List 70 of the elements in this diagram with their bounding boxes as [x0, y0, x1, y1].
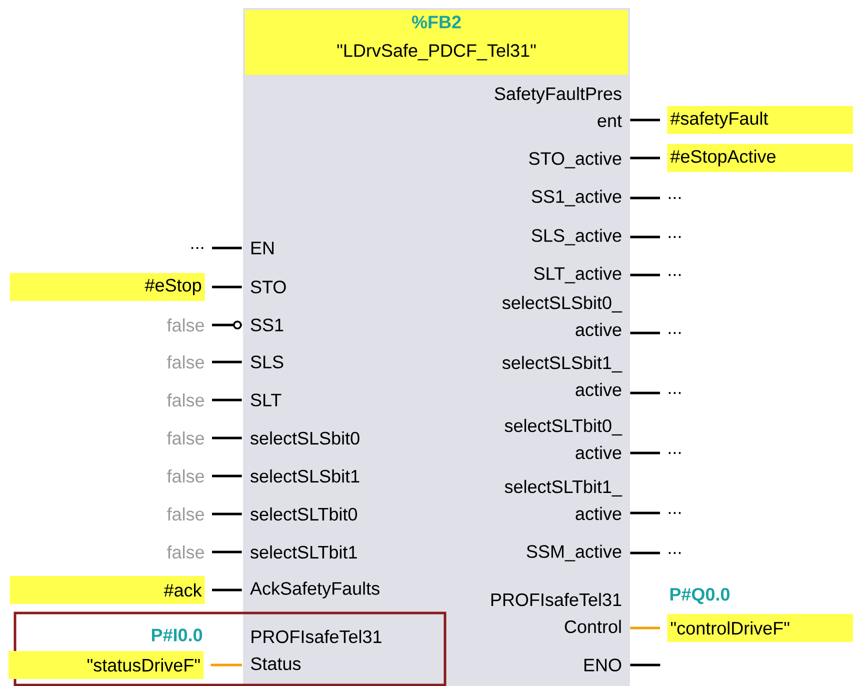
variable-label: #safetyFault	[667, 106, 853, 134]
connector-line	[630, 552, 660, 554]
connector-line	[212, 246, 242, 250]
pin-label: PROFIsafeTel31 Status	[251, 630, 382, 670]
connector-line	[630, 664, 660, 666]
address-label: P#I0.0	[152, 628, 202, 642]
connector-line	[212, 512, 242, 516]
pin-label: ENO	[584, 658, 622, 672]
pin-label: selectSLTbit0	[250, 507, 358, 521]
variable-label: false	[167, 393, 204, 407]
pin-label: SLS	[250, 356, 284, 368]
variable-label: "controlDriveF"	[667, 614, 853, 642]
pin-label: selectSLSbit1	[250, 469, 360, 483]
variable-label: ...	[668, 332, 681, 334]
connector-line	[212, 398, 242, 402]
connector-line	[630, 118, 660, 122]
pin-label: EN	[251, 242, 274, 254]
variable-label: ...	[668, 552, 681, 554]
pin-label: AckSafetyFaults	[250, 582, 380, 598]
variable-label: false	[167, 469, 204, 483]
variable-label: "statusDriveF"	[8, 651, 204, 679]
variable-label: false	[167, 507, 204, 521]
pin-label: selectSLSbit0	[250, 431, 360, 445]
pin-label: SLT_active	[534, 266, 622, 284]
pin-label: selectSLSbit1_ active	[502, 356, 622, 396]
pin-label: SLS_active	[532, 228, 622, 246]
connector-line	[630, 156, 660, 160]
highlight-frame	[14, 612, 446, 686]
pin-label: PROFIsafeTel31 Control	[491, 592, 622, 634]
connector-line	[630, 196, 660, 200]
connector-line	[630, 274, 660, 276]
variable-label: #ack	[10, 576, 205, 604]
variable-label: ...	[668, 274, 681, 276]
variable-label: ...	[668, 452, 681, 454]
variable-label: false	[167, 318, 204, 332]
variable-label: false	[167, 545, 204, 559]
connector-line	[212, 286, 242, 288]
connector-line	[212, 550, 242, 554]
variable-label: ...	[668, 512, 681, 514]
connector-line	[210, 664, 242, 666]
variable-label: false	[167, 431, 204, 445]
connector-line	[630, 332, 660, 334]
variable-label: ...	[668, 197, 681, 199]
pin-label: SS1_active	[532, 190, 622, 206]
pin-label: STO_active	[529, 152, 622, 168]
connector-line	[212, 436, 242, 440]
address-label: P#Q0.0	[670, 588, 730, 604]
connector-line	[212, 360, 242, 364]
variable-label: false	[167, 355, 204, 369]
connector-line	[630, 236, 660, 238]
connector-line	[212, 588, 242, 592]
pin-label: STO	[250, 280, 286, 294]
connector-line	[630, 512, 660, 514]
variable-label: ...	[668, 392, 681, 394]
pin-label: SS1	[250, 318, 284, 332]
connector-line	[630, 626, 660, 630]
connector-line	[630, 452, 660, 454]
variable-label: ...	[668, 236, 681, 238]
pin-label: selectSLTbit1_ active	[504, 480, 622, 520]
connector-line	[630, 392, 660, 394]
variable-label: #eStop	[10, 273, 205, 301]
pin-label: selectSLTbit0_ active	[504, 418, 622, 460]
pin-label: SLT	[250, 394, 282, 406]
connector-line	[212, 320, 242, 330]
pin-label: selectSLTbit1	[250, 545, 357, 559]
variable-label: #eStopActive	[667, 144, 853, 172]
connector-line	[212, 474, 242, 478]
pin-label: SSM_active	[526, 544, 622, 562]
pin-label: SafetyFaultPres ent	[494, 86, 622, 128]
variable-label: ...	[191, 247, 204, 249]
